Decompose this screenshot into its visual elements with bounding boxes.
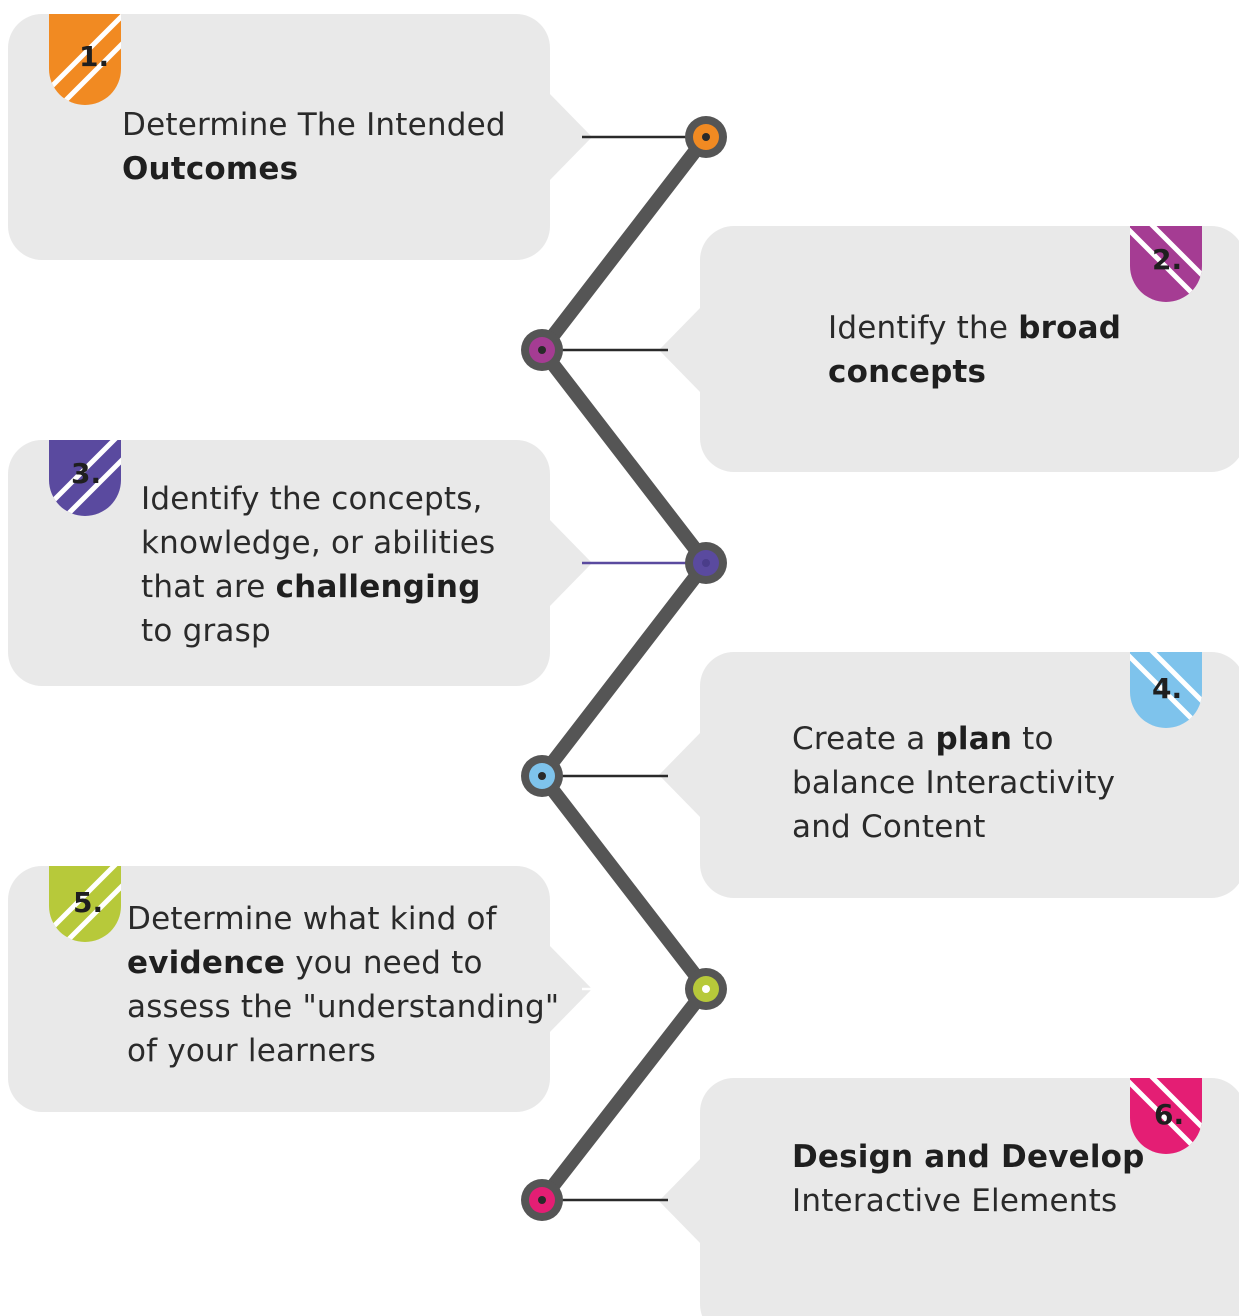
step-card-5 <box>8 866 592 1112</box>
step-number-4: 4. <box>1152 672 1182 705</box>
node-4 <box>521 755 563 797</box>
magenta-shield-badge: 2. <box>1130 226 1202 302</box>
node-3 <box>685 542 727 584</box>
node-6 <box>521 1179 563 1221</box>
step-text-6: Design and Develop Interactive Elements <box>792 1139 1145 1219</box>
node-5 <box>685 968 727 1010</box>
zigzag-path <box>535 130 713 1207</box>
step-number-6: 6. <box>1154 1098 1184 1131</box>
step-number-5: 5. <box>73 886 103 919</box>
orange-shield-badge: 1. <box>49 14 121 105</box>
step-card-2 <box>659 226 1239 472</box>
step-card-3 <box>8 440 592 686</box>
step-text-3: Identify the concepts, knowledge, or abi… <box>141 481 496 649</box>
step-number-3: 3. <box>71 457 101 490</box>
blue-shield-badge: 4. <box>1130 652 1202 728</box>
step-card-6 <box>659 1078 1239 1316</box>
step-number-1: 1. <box>79 40 109 73</box>
step-text-4: Create a plan to balance Interactivity a… <box>792 721 1116 845</box>
step-text-2: Identify the broad concepts <box>828 310 1122 390</box>
step-card-4 <box>659 652 1239 898</box>
step-text-5: Determine what kind of evidence you need… <box>127 901 560 1069</box>
step-card-1 <box>8 14 592 260</box>
step-text-1: Determine The Intended Outcomes <box>122 107 506 187</box>
node-1 <box>685 116 727 158</box>
node-2 <box>521 329 563 371</box>
step-number-2: 2. <box>1152 243 1182 276</box>
